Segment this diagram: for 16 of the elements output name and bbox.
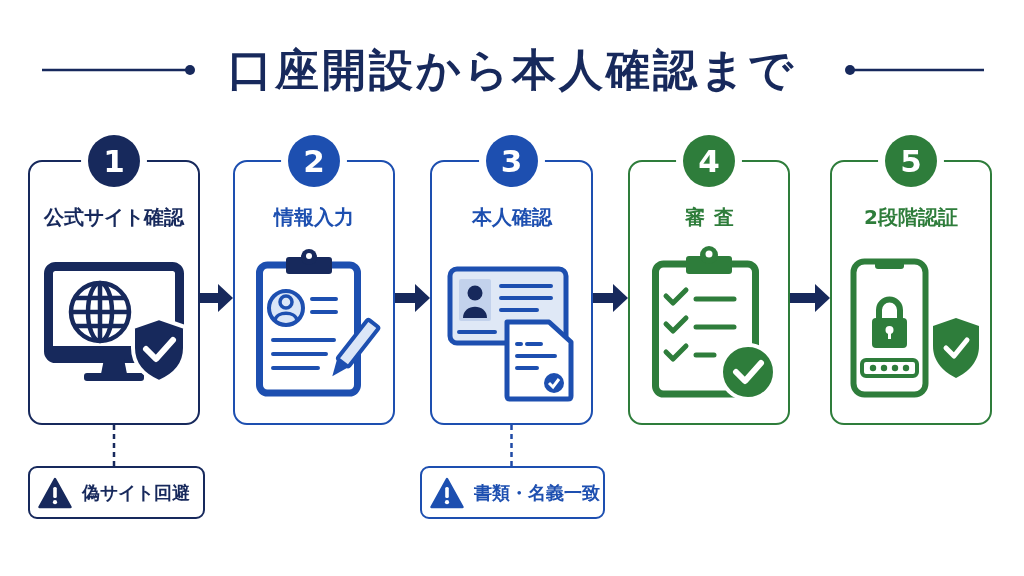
arrow [395, 284, 430, 312]
warning-box [28, 466, 205, 519]
step-heading: 本人確認 [471, 204, 552, 230]
step-heading: 審査 [683, 204, 743, 230]
step-heading: 情報入力 [274, 204, 354, 230]
step-heading: 公式サイト確認 [44, 204, 184, 230]
warning-text: 偽サイト回避 [82, 480, 190, 505]
arrow [593, 284, 628, 312]
arrow [790, 284, 830, 312]
warning-text: 書類・名義一致 [474, 480, 600, 505]
title: 口座開設から本人確認まで [228, 43, 796, 97]
warning-box [420, 466, 605, 519]
step-heading: 2段階認証 [864, 204, 958, 230]
dashed-line [510, 425, 513, 466]
dashed-line [112, 425, 116, 466]
arrow [200, 284, 233, 312]
